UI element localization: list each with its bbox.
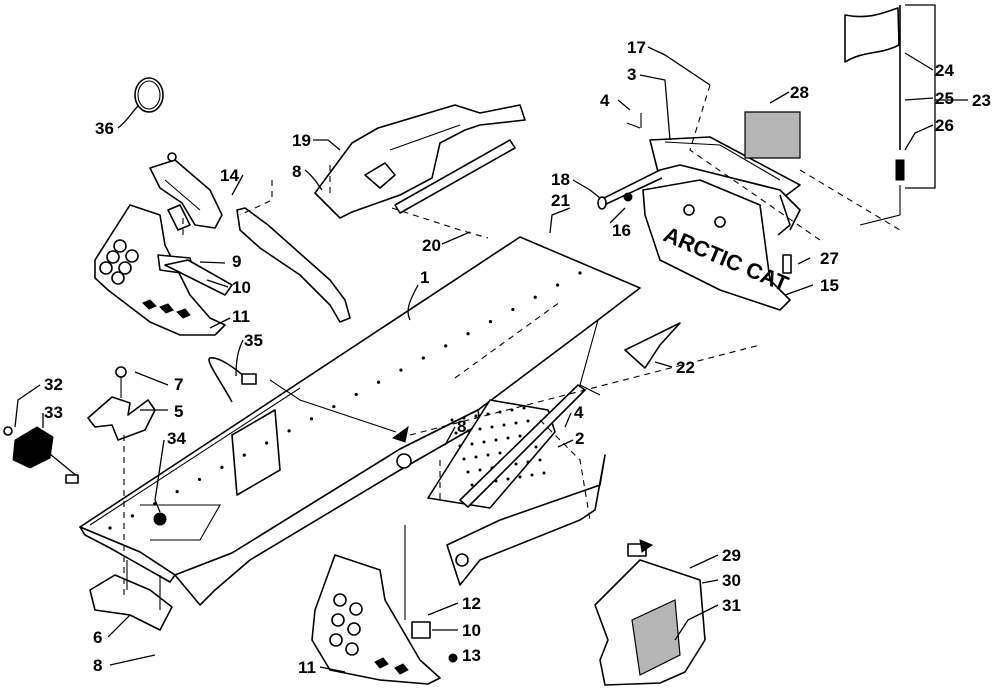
callout-29: 29 [722,546,741,565]
support-19 [314,104,526,219]
leader-lines [14,4,968,673]
callout-27: 27 [820,249,839,268]
washer-16 [623,192,633,202]
callout-5: 5 [174,402,183,421]
nut-13 [448,653,458,663]
callout-7: 7 [174,375,183,394]
clip-36 [134,77,164,113]
callout-33: 33 [44,403,63,422]
callout-2: 2 [575,429,584,448]
callout-8-top: 8 [292,162,301,181]
callout-26: 26 [935,116,954,135]
callout-11-upper: 11 [232,307,250,326]
callout-18: 18 [551,170,570,189]
skid-plate-upper [94,204,226,336]
skid-plate-lower [311,554,441,685]
callout-23: 23 [972,91,991,110]
callout-9: 9 [232,252,241,271]
callout-19: 19 [292,131,311,150]
screw-4a [626,122,641,129]
callout-1: 1 [420,268,429,287]
bracket-5-7 [87,366,156,441]
callout-28: 28 [790,83,809,102]
callout-36: 36 [95,119,114,138]
callout-3: 3 [627,65,636,84]
callout-22: 22 [676,358,695,377]
bracket-10-lower [404,525,431,639]
tunnel-part [79,236,641,606]
callout-20: 20 [422,236,441,255]
callout-14: 14 [220,166,239,185]
flag-23 [844,5,905,226]
bracket-10-upper [164,259,233,296]
callout-21: 21 [551,191,570,210]
callout-24: 24 [935,61,954,80]
callout-6: 6 [93,628,102,647]
callout-11-lower: 11 [298,658,316,677]
rail-14 [236,207,351,323]
callout-4-right: 4 [574,403,584,422]
decal-22 [624,322,681,369]
callout-34: 34 [167,429,186,448]
callout-16: 16 [612,221,631,240]
bracket-14 [149,152,223,231]
callout-25: 25 [935,89,954,108]
cable-35 [208,357,257,403]
callout-15: 15 [820,276,839,295]
rail-20 [391,139,516,239]
callout-31: 31 [722,596,741,615]
callout-10-upper: 10 [232,278,251,297]
callout-30: 30 [722,571,741,590]
callout-8-bottom: 8 [93,656,102,675]
callout-32: 32 [44,375,63,394]
callout-10-lower: 10 [462,621,481,640]
callout-labels: 36 19 8 14 20 1 9 10 11 35 32 33 7 5 34 … [44,38,991,677]
callout-17: 17 [627,38,646,57]
regulator-33 [3,426,79,484]
bolt-27 [782,254,792,274]
callout-4-top: 4 [600,91,610,110]
arrow-mark [391,425,409,443]
callout-13: 13 [462,646,481,665]
rail-2 [446,454,606,586]
callout-8-mid: 8 [457,417,466,436]
grommet-34 [153,512,167,526]
callout-35: 35 [244,331,263,350]
shield-30 [594,539,706,686]
decal-28 [744,111,801,159]
bracket-6 [89,560,173,631]
callout-12: 12 [462,594,481,613]
